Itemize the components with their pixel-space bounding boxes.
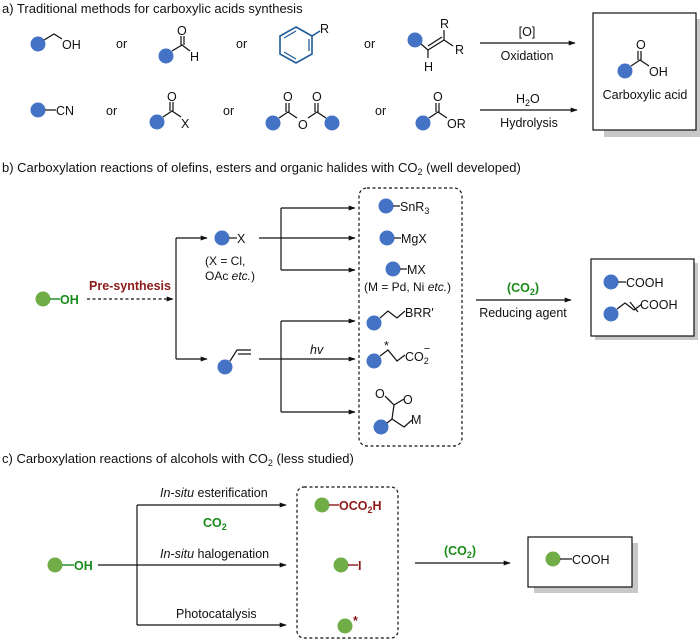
carboxylic-acid-product-box: O OH Carboxylic acid	[592, 12, 700, 137]
or-label: or	[116, 37, 127, 51]
svg-text:O: O	[375, 387, 385, 401]
svg-text:R: R	[455, 43, 464, 57]
intermediates-box-b	[358, 187, 463, 447]
product-box-c: COOH	[527, 536, 638, 593]
co2-label-c: CO2	[203, 516, 227, 532]
svg-text:R: R	[440, 17, 449, 31]
arene-structure: R	[279, 22, 329, 64]
svg-text:O: O	[298, 118, 308, 132]
svg-text:MgX: MgX	[401, 232, 427, 246]
svg-text:(M = Pd, Ni etc.): (M = Pd, Ni etc.)	[364, 280, 451, 294]
svg-text:O: O	[636, 38, 646, 52]
svg-text:X: X	[237, 232, 246, 246]
svg-text:H: H	[424, 60, 433, 74]
metal-complex: MX (M = Pd, Ni etc.)	[364, 261, 451, 294]
hydrolysis-reagent: H2O	[516, 92, 540, 108]
svg-text:X: X	[181, 117, 190, 131]
svg-text:(X = Cl,: (X = Cl,	[205, 254, 245, 268]
svg-text:COOH: COOH	[640, 298, 678, 312]
organic-halide: X (X = Cl, OAc etc.)	[205, 230, 255, 283]
svg-text:MX: MX	[407, 263, 426, 277]
svg-text:O: O	[177, 24, 187, 38]
alcohol-structure: OH	[30, 33, 81, 52]
alkene-structure: R R H	[407, 17, 464, 74]
svg-text:OAc etc.): OAc etc.)	[205, 269, 255, 283]
svg-text:OH: OH	[649, 65, 668, 79]
carboxylic-acid-label: Carboxylic acid	[603, 88, 688, 102]
svg-text:I: I	[358, 559, 361, 573]
route-photocatalysis: Photocatalysis	[176, 607, 257, 621]
reducing-agent-label: Reducing agent	[479, 306, 567, 320]
panel-c-heading: c) Carboxylation reactions of alcohols w…	[2, 451, 354, 468]
panel-b-heading: b) Carboxylation reactions of olefins, e…	[2, 160, 521, 177]
svg-text:CN: CN	[56, 104, 74, 118]
or-label: or	[236, 37, 247, 51]
olefin	[217, 349, 251, 375]
svg-text:OR: OR	[447, 117, 466, 131]
aldehyde-structure: O H	[158, 24, 199, 64]
oxidation-label: Oxidation	[501, 49, 554, 63]
svg-text:O: O	[312, 90, 322, 104]
co2-reagent-c: (CO2)	[444, 544, 476, 560]
grignard: MgX	[379, 230, 427, 246]
svg-text:O: O	[433, 90, 443, 104]
or-label: or	[223, 104, 234, 118]
svg-text:OH: OH	[60, 293, 79, 307]
svg-text:*: *	[353, 614, 358, 628]
co2-reagent-b: (CO2)	[507, 281, 539, 297]
alkyl-carbonate: OCO2H	[314, 497, 382, 515]
oxidation-reagent: [O]	[519, 25, 536, 39]
route-halogenation: In-situ halogenation	[160, 547, 269, 561]
svg-text:OH: OH	[74, 559, 93, 573]
svg-text:BRR': BRR'	[405, 306, 434, 320]
anhydride-structure: O O O	[265, 90, 340, 132]
pre-synthesis-label: Pre-synthesis	[89, 279, 171, 293]
svg-text:OH: OH	[62, 38, 81, 52]
svg-text:O: O	[403, 393, 413, 407]
alcohol-start-c: OH	[47, 557, 93, 573]
svg-text:M: M	[411, 413, 421, 427]
svg-text:R: R	[320, 22, 329, 36]
hydrolysis-label: Hydrolysis	[500, 116, 558, 130]
svg-text:O: O	[283, 90, 293, 104]
svg-text:SnR3: SnR3	[400, 200, 429, 216]
svg-text:O: O	[167, 90, 177, 104]
svg-text:*: *	[384, 339, 389, 353]
metallalactone: O O M	[373, 387, 421, 435]
svg-text:H: H	[190, 50, 199, 64]
ester-structure: O OR	[415, 90, 466, 131]
or-label: or	[364, 37, 375, 51]
product-box-b: COOH COOH	[590, 258, 698, 340]
hv-label: hv	[310, 343, 324, 357]
panel-a-heading: a) Traditional methods for carboxylic ac…	[2, 1, 303, 16]
svg-text:CO2−: CO2−	[405, 343, 430, 366]
substrate-dot	[30, 36, 46, 52]
intermediates-box-c	[296, 486, 399, 639]
or-label: or	[106, 104, 117, 118]
acyl-halide-structure: O X	[149, 90, 190, 131]
alkyl-radical: *	[337, 614, 358, 634]
alkyl-iodide: I	[333, 557, 361, 573]
nitrile-structure: CN	[30, 102, 74, 118]
alkylborane: BRR'	[366, 306, 434, 331]
svg-text:COOH: COOH	[572, 553, 610, 567]
carboxylate-radical: * CO2−	[366, 339, 430, 369]
svg-text:COOH: COOH	[626, 276, 664, 290]
route-esterification: In-situ esterification	[160, 486, 268, 500]
organostannane: SnR3	[378, 198, 429, 216]
svg-text:OCO2H: OCO2H	[339, 499, 382, 515]
or-label: or	[375, 104, 386, 118]
alcohol-start-b: OH	[35, 291, 79, 307]
